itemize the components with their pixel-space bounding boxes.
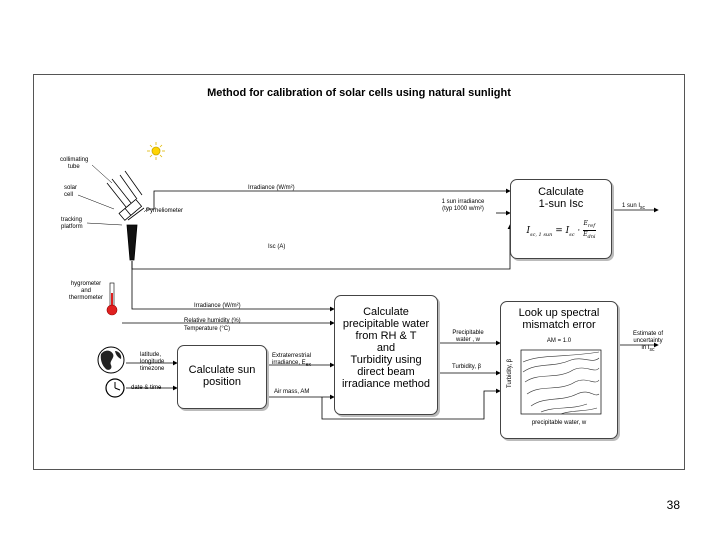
irradiance-top-label: Irradiance (W/m²): [248, 185, 295, 191]
globe-icon: [97, 346, 125, 374]
turbidity-label: Turbidity, β: [452, 364, 482, 370]
lookup-line-1: Look up spectral: [518, 307, 600, 319]
slide-number: 38: [666, 498, 680, 512]
air-mass-label: Air mass, AM: [274, 389, 310, 395]
isc-label: Isc (A): [268, 244, 286, 250]
irradiance-mid-label: Irradiance (W/m²): [194, 303, 241, 309]
calc-isc-box: Calculate 1-sun Isc Isc, 1 sun = Isc · E…: [510, 179, 612, 259]
calc-pw-line-3: from RH & T: [355, 330, 417, 342]
precipitable-water-label: Precipitable water , w: [452, 330, 484, 343]
collimating-tube-label: collimating tube: [60, 157, 89, 170]
calc-pw-line-7: irradiance method: [341, 378, 431, 390]
datetime-label: date & time: [131, 385, 162, 391]
calc-isc-formula: Isc, 1 sun = Isc · Eref Edni: [526, 220, 596, 241]
one-sun-isc-output: 1 sun Isc: [622, 203, 646, 212]
lookup-x-axis-label: precipitable water, w: [531, 420, 587, 426]
hygrometer-label: hygrometer and thermometer: [68, 281, 103, 301]
diagram-frame: Method for calibration of solar cells us…: [33, 74, 685, 470]
relative-humidity-label: Relative humidity (%): [184, 318, 241, 324]
tracker-apparatus-icon: [106, 170, 145, 261]
solar-cell-label: solar cell: [64, 185, 78, 198]
calc-pw-box: Calculate precipitable water from RH & T…: [334, 295, 438, 415]
calc-sun-line-1: Calculate sun: [188, 364, 256, 376]
am-label: AM = 1.0: [546, 338, 572, 344]
calc-pw-line-4: and: [376, 342, 396, 354]
location-label: latitude, longitude timezone: [140, 352, 165, 372]
calc-pw-line-1: Calculate: [363, 306, 409, 318]
lookup-line-2: mismatch error: [522, 319, 596, 331]
lookup-box: Look up spectral mismatch error AM = 1.0…: [500, 301, 618, 439]
sun-icon: [147, 142, 165, 160]
calc-pw-line-6: direct beam: [357, 366, 415, 378]
tracking-platform-label: tracking platform: [61, 217, 83, 230]
temperature-label: Temperature (°C): [184, 326, 231, 332]
calc-sun-box: Calculate sun position: [177, 345, 267, 409]
calc-pw-line-5: Turbidity using: [350, 354, 422, 366]
diagram-title: Method for calibration of solar cells us…: [207, 87, 511, 99]
one-sun-irradiance-label: 1 sun irradiance (typ 1000 w/m²): [441, 199, 485, 212]
connector-lines: [77, 142, 659, 420]
uncertainty-output: Estimate of uncertainty in Isc: [632, 331, 663, 354]
contour-plot: [520, 349, 602, 415]
pyrheliometer-label: Pyrheliometer: [146, 208, 184, 214]
thermometer-icon: [106, 282, 118, 316]
calc-isc-line-1: Calculate: [538, 186, 584, 198]
clock-icon: [105, 378, 125, 398]
calc-isc-line-2: 1-sun Isc: [538, 198, 584, 210]
extraterrestrial-label: Extraterrestrial irradiance, Eex: [272, 353, 312, 369]
calc-pw-line-2: precipitable water: [342, 318, 430, 330]
calc-sun-line-2: position: [203, 376, 241, 388]
